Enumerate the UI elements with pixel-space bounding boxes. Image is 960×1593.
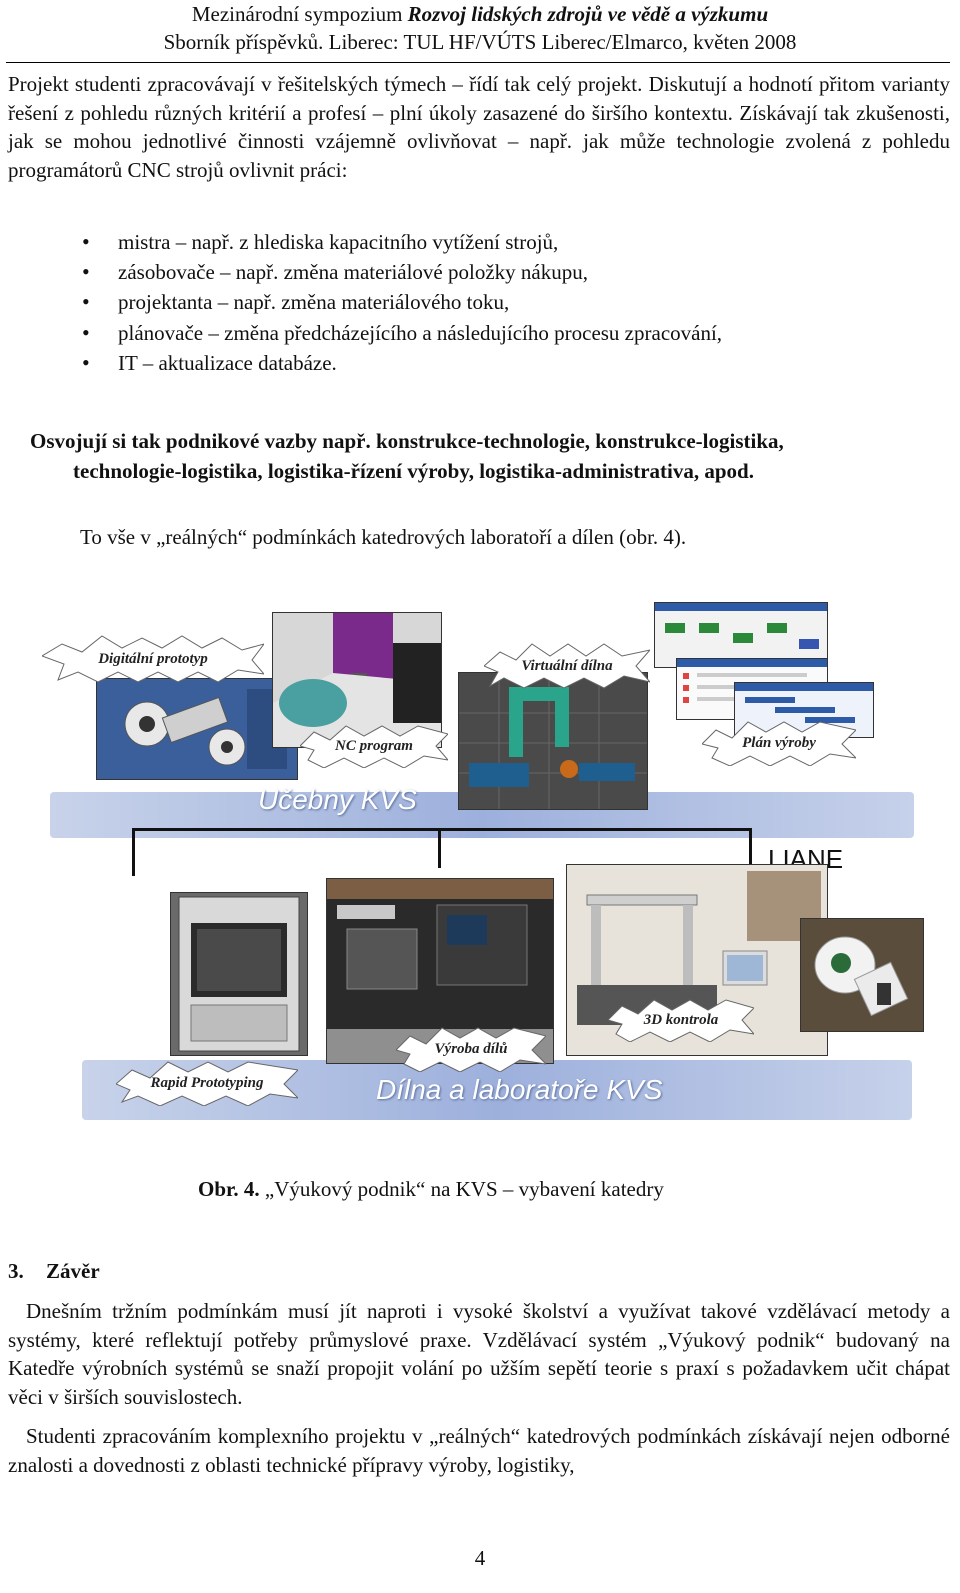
figure-caption: Obr. 4. „Výukový podnik“ na KVS – vybave… — [198, 1177, 664, 1202]
header-line-1: Mezinárodní sympozium Rozvoj lidských zd… — [191, 2, 769, 26]
callout-rapid-prototyping-text: Rapid Prototyping — [150, 1074, 264, 1091]
printed-part-photo — [800, 918, 924, 1032]
printed-part-image — [801, 919, 923, 1031]
callout-3d-control: 3D kontrola — [608, 998, 754, 1042]
starburst-shape — [396, 1027, 546, 1072]
network-bus-drop-mid — [438, 828, 441, 868]
header-line-2: Sborník příspěvků. Liberec: TUL HF/VÚTS … — [163, 30, 797, 54]
starburst-shape — [608, 999, 754, 1042]
network-bus-line — [132, 828, 752, 831]
starburst-shape — [116, 1061, 298, 1106]
figure-caption-label: Obr. 4. — [198, 1177, 260, 1201]
rapid-prototyping-machine-photo — [170, 892, 308, 1056]
bold-line-1: Osvojují si tak podnikové vazby např. ko… — [30, 429, 784, 453]
callout-virtual-workshop: Virtuální dílna — [484, 642, 650, 690]
page-number: 4 — [474, 1546, 486, 1570]
network-bus-drop-right — [749, 828, 752, 870]
starburst-shape — [300, 725, 448, 768]
production-plan-screenshot-1 — [654, 602, 828, 668]
conclusion-paragraph-2: Studenti zpracováním komplexního projekt… — [8, 1424, 950, 1477]
cad-model-screenshot — [96, 678, 298, 780]
bullet-item: plánovače – změna předcházejícího a násl… — [82, 318, 722, 348]
workshops-label: Dílna a laboratoře KVS — [376, 1074, 663, 1105]
bold-paragraph: Osvojují si tak podnikové vazby např. ko… — [30, 426, 930, 486]
callout-production-plan: Plán výroby — [702, 720, 856, 766]
starburst-shape — [702, 721, 856, 766]
network-bus-drop-left — [132, 828, 135, 876]
virtual-workshop-image — [459, 673, 647, 809]
cnc-simulation-screenshot — [272, 612, 442, 748]
reference-line: To vše v „reálných“ podmínkách katedrový… — [80, 525, 687, 549]
gantt-chart-image — [735, 683, 873, 723]
bullet-item: mistra – např. z hlediska kapacitního vy… — [82, 227, 722, 257]
callout-parts-production-text: Výroba dílů — [434, 1040, 508, 1057]
bullet-item: zásobovače – např. změna materiálové pol… — [82, 257, 722, 287]
cnc-simulation-image — [273, 613, 441, 747]
callout-rapid-prototyping: Rapid Prototyping — [116, 1060, 298, 1106]
conclusion-paragraph-1: Dnešním tržním podmínkám musí jít naprot… — [8, 1299, 950, 1409]
figure-caption-text: „Výukový podnik“ na KVS – vybavení kated… — [259, 1177, 664, 1201]
bullet-item: projektanta – např. změna materiálového … — [82, 287, 722, 317]
header-symposium-title: Rozvoj lidských zdrojů ve vědě a výzkumu — [407, 2, 769, 26]
bold-line-2: technologie-logistika, logistika-řízení … — [73, 459, 754, 483]
rapid-prototyping-machine-image — [171, 893, 307, 1055]
callout-production-plan-text: Plán výroby — [742, 734, 816, 751]
starburst-shape — [484, 643, 650, 689]
callout-nc-program: NC program — [300, 724, 448, 768]
bullet-item: IT – aktualizace databáze. — [82, 348, 722, 378]
workflow-image — [655, 603, 827, 649]
section-number: 3. — [8, 1259, 24, 1283]
callout-digital-prototype: Digitální prototyp — [42, 634, 264, 684]
intro-paragraph: Projekt studenti zpracovávají v řešitels… — [8, 72, 950, 182]
header-rule — [6, 62, 950, 63]
callout-parts-production: Výroba dílů — [396, 1026, 546, 1072]
section-heading: 3. Závěr — [8, 1259, 100, 1284]
callout-3d-control-text: 3D kontrola — [643, 1011, 719, 1028]
callout-digital-prototype-text: Digitální prototyp — [98, 650, 208, 667]
classrooms-label: Učebny KVS — [258, 784, 417, 815]
callout-nc-program-text: NC program — [335, 737, 413, 754]
callout-virtual-workshop-text: Virtuální dílna — [521, 657, 613, 674]
cad-model-image — [97, 679, 297, 779]
role-bullet-list: mistra – např. z hlediska kapacitního vy… — [82, 227, 722, 378]
running-header: Mezinárodní sympozium Rozvoj lidských zd… — [0, 0, 960, 56]
starburst-shape — [42, 635, 264, 683]
figure-4-diagram: Učebny KVS — [36, 600, 924, 1125]
virtual-workshop-screenshot — [458, 672, 648, 810]
section-title: Závěr — [46, 1259, 100, 1283]
